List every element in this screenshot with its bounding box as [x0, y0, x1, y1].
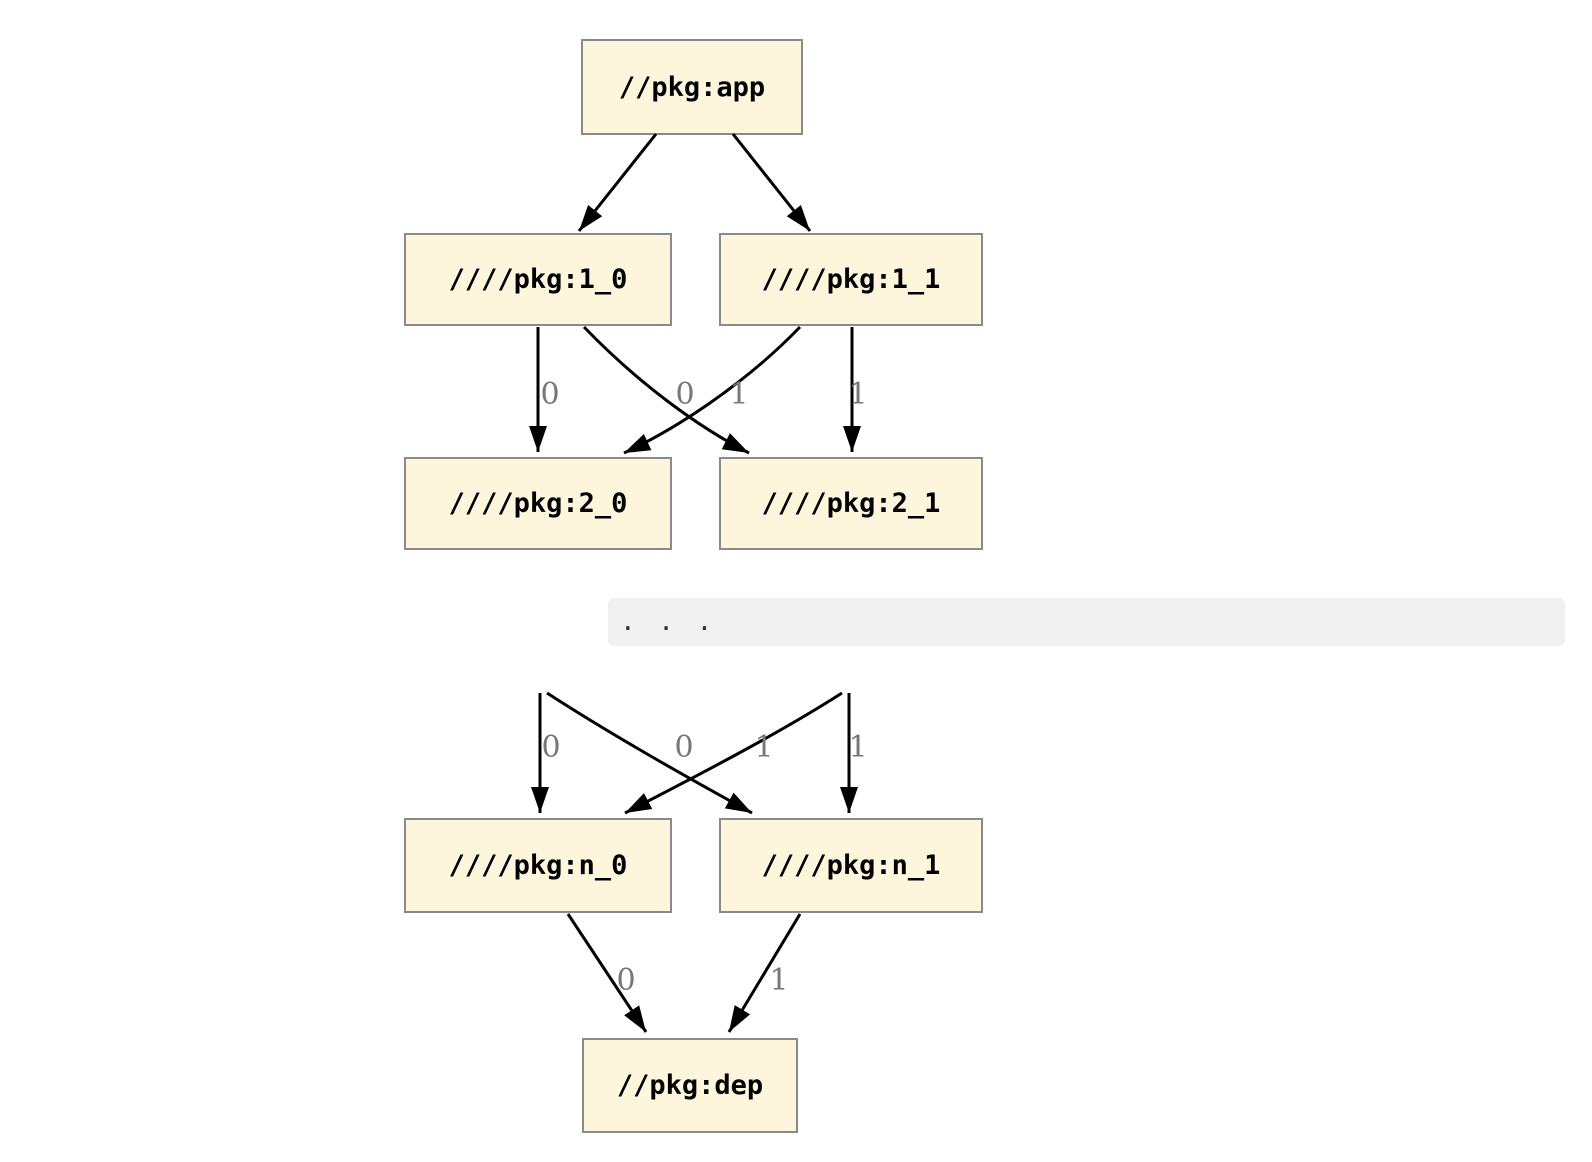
node-pkg-2-0: ////pkg:2_0 [404, 457, 672, 550]
node-pkg-dep-label: //pkg:dep [616, 1070, 764, 1101]
edge-hidden-right-to-n-0 [624, 691, 843, 815]
node-pkg-1-1: ////pkg:1_1 [719, 233, 983, 326]
ellipsis-text: . . . [620, 607, 716, 637]
edge-label-1-1-to-2-1: 1 [848, 377, 867, 412]
edge-n-0-to-dep [566, 913, 648, 1033]
node-pkg-1-1-label: ////pkg:1_1 [761, 264, 941, 295]
node-pkg-app: //pkg:app [581, 39, 803, 135]
node-pkg-n-1-label: ////pkg:n_1 [761, 850, 941, 881]
edge-app-to-1-0 [577, 133, 658, 232]
node-pkg-n-0-label: ////pkg:n_0 [448, 850, 628, 881]
edge-label-1-1-to-2-0: 1 [729, 377, 748, 412]
node-pkg-2-0-label: ////pkg:2_0 [448, 488, 628, 519]
node-pkg-2-1: ////pkg:2_1 [719, 457, 983, 550]
edge-label-hidden-to-n-0: 0 [541, 730, 560, 765]
edge-app-to-1-1 [731, 133, 812, 232]
edge-label-hidden-right-to-n-1: 1 [848, 730, 867, 765]
edge-1-1-to-2-0 [623, 325, 802, 455]
node-pkg-app-label: //pkg:app [618, 71, 766, 103]
edge-label-1-0-to-2-0: 0 [540, 377, 559, 412]
node-pkg-n-1: ////pkg:n_1 [719, 818, 983, 913]
node-pkg-1-0-label: ////pkg:1_0 [448, 264, 628, 295]
node-pkg-2-1-label: ////pkg:2_1 [761, 488, 941, 519]
edge-label-hidden-to-n-1: 0 [674, 730, 693, 765]
edge-label-n-1-to-dep: 1 [769, 963, 788, 998]
edge-1-0-to-2-1 [582, 325, 750, 455]
edge-hidden-left-to-n-1 [546, 691, 753, 815]
node-pkg-1-0: ////pkg:1_0 [404, 233, 672, 326]
node-pkg-n-0: ////pkg:n_0 [404, 818, 672, 913]
edge-n-1-to-dep [727, 913, 802, 1033]
edge-label-n-0-to-dep: 0 [616, 963, 635, 998]
ellipsis-code-bar: . . . [608, 598, 1565, 646]
edge-label-hidden-right-to-n-0: 1 [754, 730, 773, 765]
edge-label-1-0-to-2-1: 0 [675, 377, 694, 412]
node-pkg-dep: //pkg:dep [582, 1038, 798, 1133]
